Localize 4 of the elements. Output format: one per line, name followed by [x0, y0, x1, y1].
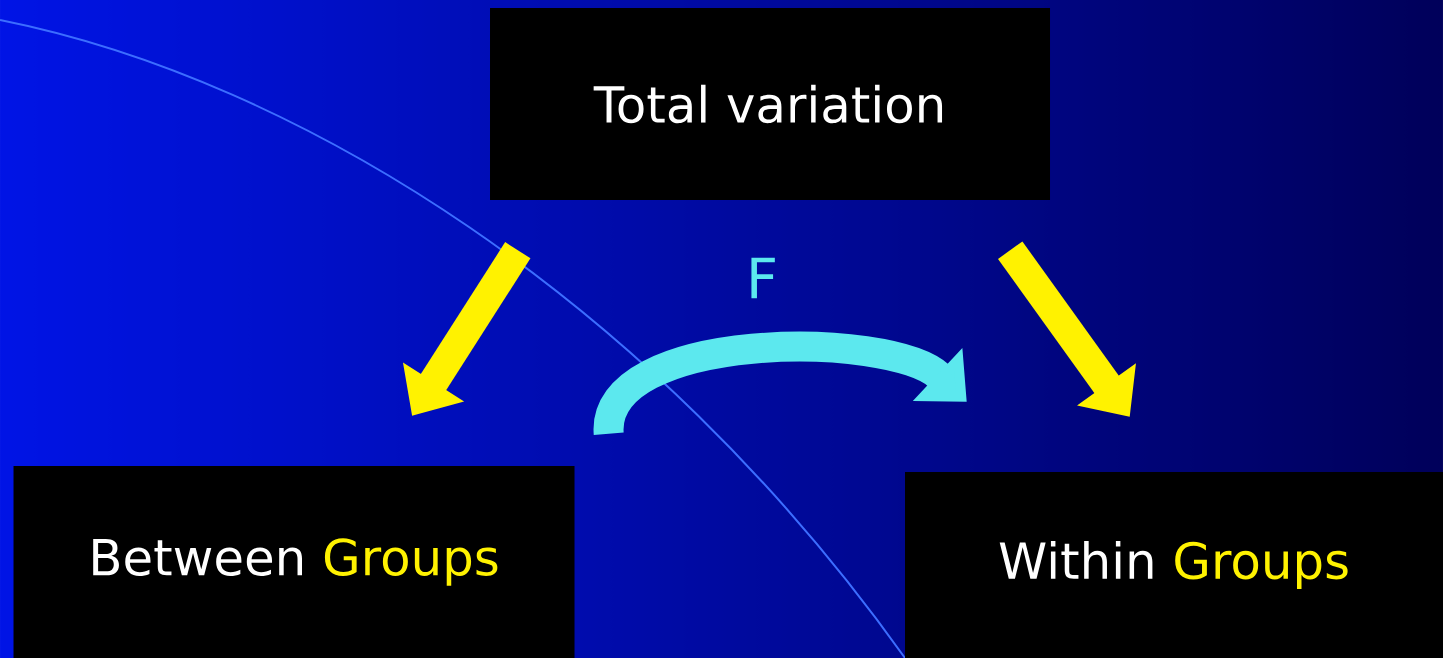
text-box: Within Groups [905, 472, 1443, 658]
text-box: Total variation [490, 8, 1050, 200]
text-box: Between Groups [13, 466, 575, 658]
edge-label: F [751, 257, 775, 299]
